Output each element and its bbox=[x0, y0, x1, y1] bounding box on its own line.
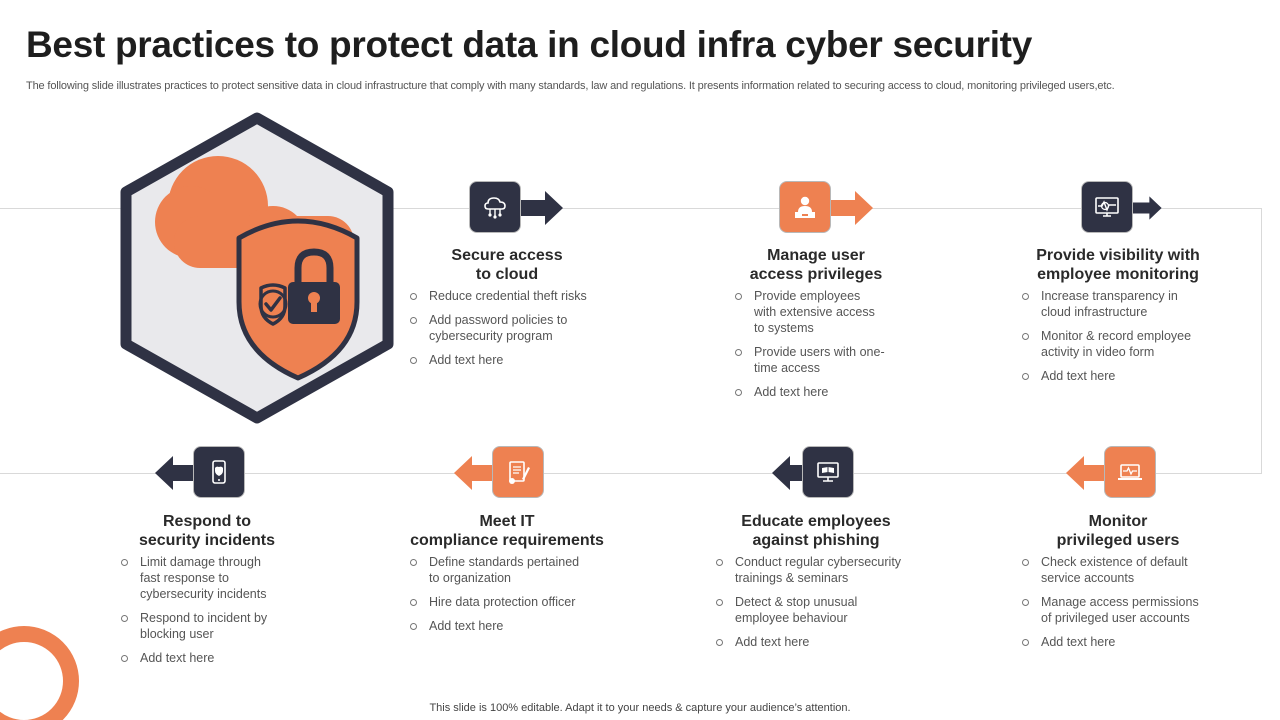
step-1-card: Secure access to cloud Reduce credential… bbox=[410, 246, 620, 376]
list-item: Add text here bbox=[410, 352, 620, 368]
page-title: Best practices to protect data in cloud … bbox=[26, 24, 1032, 65]
step-1-icon-tile bbox=[469, 181, 521, 233]
step-6-bullets: Define standards pertained to organizati… bbox=[410, 554, 620, 634]
step-5-arrow-left-icon bbox=[772, 456, 814, 490]
step-3-title: Provide visibility with employee monitor… bbox=[1036, 247, 1200, 283]
monitor-pulse-icon bbox=[1095, 197, 1119, 217]
check-badge-icon bbox=[258, 283, 288, 326]
step-4-title: Monitor privileged users bbox=[1056, 513, 1180, 549]
step-4-icon-tile bbox=[1104, 446, 1156, 498]
list-item: Add text here bbox=[716, 634, 936, 650]
list-item: Provide users with one- time access bbox=[735, 344, 935, 376]
padlock-icon bbox=[288, 248, 340, 324]
cloud-security-illustration bbox=[120, 112, 394, 424]
training-screen-icon bbox=[817, 462, 839, 482]
user-desk-icon bbox=[795, 196, 815, 218]
step-1-title: Secure access to cloud bbox=[451, 247, 563, 283]
step-5-card: Educate employees against phishing Condu… bbox=[716, 512, 936, 658]
list-item: Monitor & record employee activity in vi… bbox=[1022, 328, 1252, 360]
step-6-arrow-left-icon bbox=[454, 456, 496, 490]
laptop-pulse-icon bbox=[1118, 464, 1142, 480]
list-item: Increase transparency in cloud infrastru… bbox=[1022, 288, 1252, 320]
step-2-arrow-right-icon bbox=[831, 191, 873, 225]
list-item: Add text here bbox=[410, 618, 620, 634]
step-7-icon-tile bbox=[193, 446, 245, 498]
list-item: Limit damage through fast response to cy… bbox=[121, 554, 301, 602]
document-pen-icon bbox=[509, 461, 530, 484]
list-item: Manage access permissions of privileged … bbox=[1022, 594, 1252, 626]
step-7-bullets: Limit damage through fast response to cy… bbox=[121, 554, 301, 666]
step-3-icon-tile bbox=[1081, 181, 1133, 233]
step-7-arrow-left-icon bbox=[155, 456, 197, 490]
cloud-network-icon bbox=[484, 197, 506, 219]
step-5-bullets: Conduct regular cybersecurity trainings … bbox=[716, 554, 936, 650]
list-item: Add text here bbox=[1022, 368, 1252, 384]
step-1-arrow-right-icon bbox=[521, 191, 563, 225]
step-4-bullets: Check existence of default service accou… bbox=[1022, 554, 1252, 650]
list-item: Respond to incident by blocking user bbox=[121, 610, 301, 642]
step-3-arrow-right-icon bbox=[1133, 196, 1162, 220]
list-item: Define standards pertained to organizati… bbox=[410, 554, 620, 586]
step-3-bullets: Increase transparency in cloud infrastru… bbox=[1022, 288, 1252, 384]
step-2-icon-tile bbox=[779, 181, 831, 233]
list-item: Add text here bbox=[121, 650, 301, 666]
step-2-card: Manage user access privileges Provide em… bbox=[735, 246, 935, 408]
page-subtitle: The following slide illustrates practice… bbox=[26, 80, 1115, 92]
step-4-card: Monitor privileged users Check existence… bbox=[1022, 512, 1252, 658]
list-item: Detect & stop unusual employee behaviour bbox=[716, 594, 936, 626]
list-item: Hire data protection officer bbox=[410, 594, 620, 610]
list-item: Add text here bbox=[1022, 634, 1252, 650]
list-item: Conduct regular cybersecurity trainings … bbox=[716, 554, 936, 586]
step-2-title: Manage user access privileges bbox=[749, 247, 883, 283]
step-1-bullets: Reduce credential theft risks Add passwo… bbox=[410, 288, 620, 368]
list-item: Reduce credential theft risks bbox=[410, 288, 620, 304]
process-connector bbox=[0, 208, 1262, 474]
step-2-bullets: Provide employees with extensive access … bbox=[735, 288, 935, 400]
step-6-card: Meet IT compliance requirements Define s… bbox=[410, 512, 620, 642]
step-4-arrow-left-icon bbox=[1066, 456, 1108, 490]
step-7-title: Respond to security incidents bbox=[138, 513, 276, 549]
mobile-shield-icon bbox=[212, 460, 226, 484]
list-item: Check existence of default service accou… bbox=[1022, 554, 1252, 586]
step-7-card: Respond to security incidents Limit dama… bbox=[121, 512, 301, 674]
step-6-icon-tile bbox=[492, 446, 544, 498]
step-5-title: Educate employees against phishing bbox=[741, 513, 891, 549]
step-6-title: Meet IT compliance requirements bbox=[410, 513, 604, 549]
list-item: Add text here bbox=[735, 384, 935, 400]
step-3-card: Provide visibility with employee monitor… bbox=[1022, 246, 1252, 392]
footer-note: This slide is 100% editable. Adapt it to… bbox=[429, 702, 851, 714]
step-5-icon-tile bbox=[802, 446, 854, 498]
list-item: Provide employees with extensive access … bbox=[735, 288, 935, 336]
list-item: Add password policies to cybersecurity p… bbox=[410, 312, 620, 344]
